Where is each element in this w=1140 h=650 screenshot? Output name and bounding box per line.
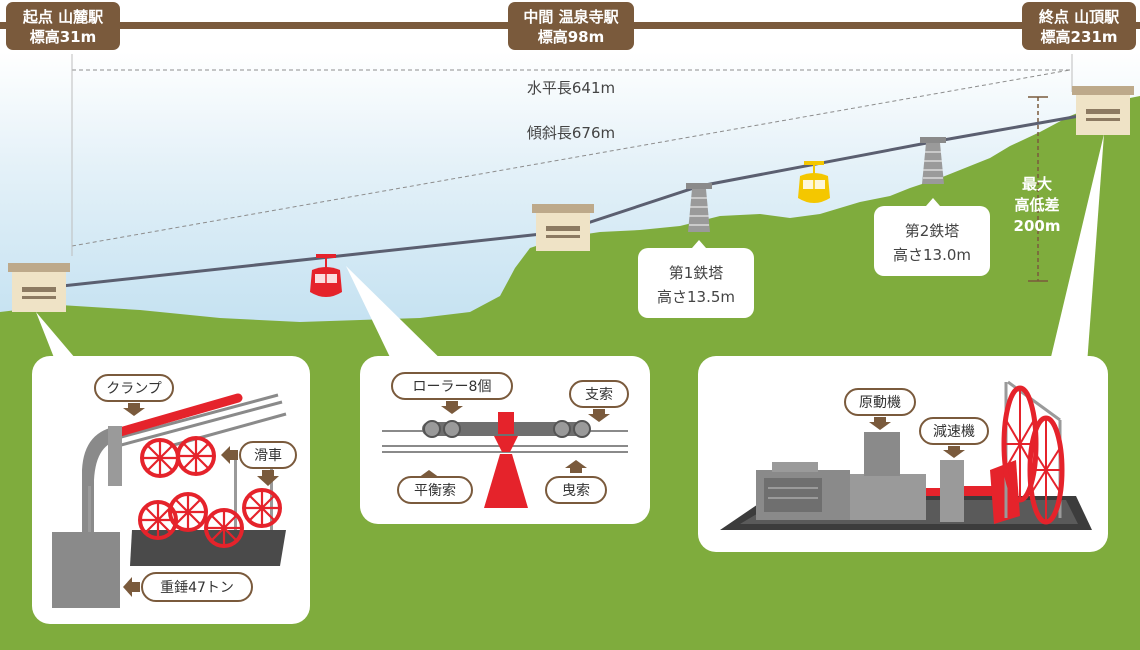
haul-rope-label: 曳索: [562, 482, 590, 499]
tower-1-callout: 第1鉄塔 高さ13.5m: [638, 240, 754, 318]
horizontal-length-label: 水平長641m: [527, 79, 615, 97]
motor-label: 原動機: [859, 395, 901, 411]
end-station-title: 終点 山頂駅: [1039, 8, 1120, 26]
height-bracket: [1028, 96, 1048, 282]
end-station-building: [1072, 86, 1134, 135]
reducer-label: 減速機: [933, 423, 975, 440]
slope-length-label: 傾斜長676m: [527, 124, 615, 142]
slope-reference-line: [71, 69, 1071, 247]
tower-2-height: 高さ13.0m: [893, 246, 971, 264]
tower-1-height: 高さ13.5m: [657, 288, 735, 306]
yellow-gondola: [798, 161, 830, 203]
middle-station-label: 中間 温泉寺駅 標高98m: [508, 2, 634, 50]
tower-2-callout: 第2鉄塔 高さ13.0m: [874, 198, 990, 276]
tower-1: [686, 183, 712, 232]
clamp-label: クランプ: [106, 381, 162, 397]
drive-wheel-back: [1001, 385, 1039, 503]
weight-label: 重錘47トン: [160, 579, 234, 596]
start-station-label: 起点 山麓駅 標高31m: [6, 2, 120, 50]
detail-panel-weight: クランプ 滑車 重錘47トン: [32, 356, 310, 624]
middle-panel-pointer: [346, 266, 460, 378]
support-rope-label: 支索: [585, 386, 613, 403]
start-station-building: [8, 263, 70, 312]
middle-station-title: 中間 温泉寺駅: [523, 8, 619, 26]
tower-1-name: 第1鉄塔: [669, 264, 724, 282]
counterweight-block: [52, 532, 120, 608]
pulley-base: [130, 530, 286, 566]
right-panel-pointer: [1046, 134, 1104, 378]
max-height-diff-label: 最大 高低差 200m: [1014, 175, 1061, 235]
start-station-elevation: 標高31m: [30, 28, 97, 46]
balance-rope-label: 平衡索: [414, 482, 456, 499]
middle-station-elevation: 標高98m: [538, 28, 605, 46]
roller-label: ローラー8個: [413, 379, 492, 395]
end-station-label: 終点 山頂駅 標高231m: [1022, 2, 1136, 50]
red-gondola: [310, 254, 342, 297]
detail-panel-drive: 原動機 減速機: [698, 356, 1108, 552]
start-station-title: 起点 山麓駅: [22, 8, 104, 26]
middle-station-building: [532, 204, 594, 251]
drive-wheel-front: [1027, 415, 1065, 525]
max-height-line-1: 最大: [1022, 175, 1052, 193]
pulley-label: 滑車: [254, 447, 282, 464]
tower-2: [920, 137, 946, 184]
max-height-line-3: 200m: [1014, 217, 1061, 235]
end-station-elevation: 標高231m: [1041, 28, 1118, 46]
tower-2-name: 第2鉄塔: [905, 222, 960, 240]
detail-panel-carriage: ローラー8個 支索 平衡索 曳索: [360, 356, 650, 524]
max-height-line-2: 高低差: [1014, 196, 1059, 214]
